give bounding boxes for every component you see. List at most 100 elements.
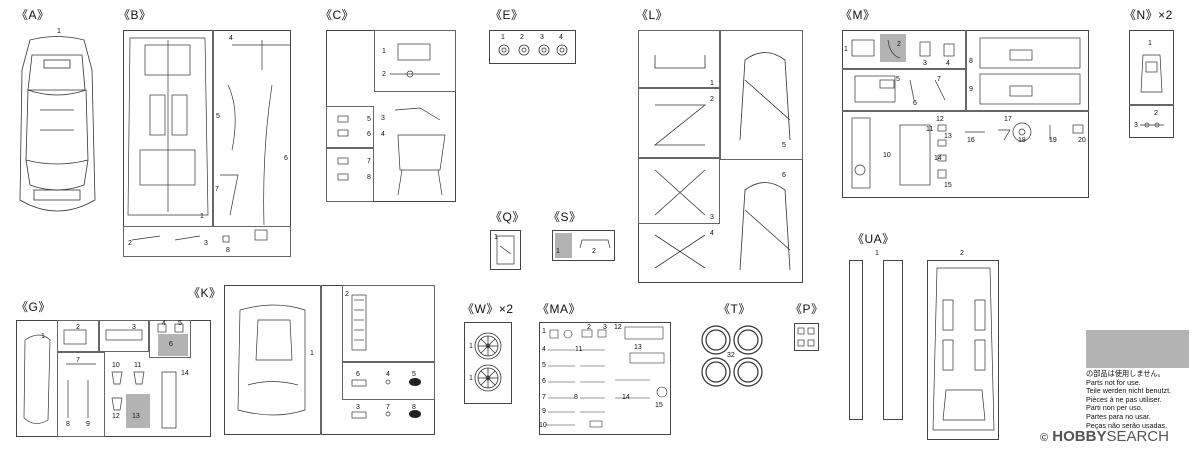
part-number: 4 [559, 34, 563, 41]
sprue-c-cell [374, 30, 456, 92]
part-number: 1 [469, 343, 473, 350]
not-for-use-swatch [1086, 330, 1189, 368]
part-number: 5 [178, 320, 182, 327]
part-number: 13 [944, 133, 952, 140]
group-ma-label: 《MA》 [537, 302, 582, 316]
part-number: 3 [204, 240, 208, 247]
sprue-b-divider-2 [212, 30, 214, 226]
group-c-label: 《C》 [320, 8, 355, 22]
part-number: 6 [542, 378, 546, 385]
part-number: 2 [960, 250, 964, 257]
part-number: 20 [1078, 137, 1086, 144]
part-number: 11 [575, 346, 583, 353]
part-number: 6 [169, 341, 173, 348]
part-number: 18 [1018, 137, 1026, 144]
sprue-g-cell [57, 352, 105, 437]
part-number: 7 [542, 394, 546, 401]
unused-part-marker [880, 34, 906, 62]
part-number: 6 [367, 131, 371, 138]
part-number: 10 [112, 362, 120, 369]
part-number: 7 [386, 404, 390, 411]
part-number: 8 [66, 421, 70, 428]
group-w-label: 《W》×2 [462, 302, 514, 316]
part-number: 32 [727, 352, 735, 359]
part-number: 3 [132, 324, 136, 331]
not-for-use-legend: の部品は使用しません。 Parts not for use. Teile wer… [1086, 369, 1171, 430]
part-number: 1 [710, 80, 714, 87]
part-number: 1 [542, 328, 546, 335]
sprue-frame-p [794, 323, 819, 351]
part-number: 7 [76, 357, 80, 364]
legend-line-pt: Peças não serão usadas. [1086, 420, 1168, 430]
part-number: 2 [587, 324, 591, 331]
part-number: 9 [969, 86, 973, 93]
watermark-brand: HOBBY [1052, 428, 1107, 445]
part-number: 8 [367, 174, 371, 181]
part-number: 13 [634, 344, 642, 351]
part-number: 8 [226, 247, 230, 254]
sprue-m-divider [842, 68, 965, 70]
part-number: 14 [622, 394, 630, 401]
sprue-k-cell [342, 285, 435, 362]
part-number: 17 [1004, 116, 1012, 123]
legend-line-fr: Pièces à ne pas utiliser. [1086, 394, 1162, 404]
part-number: 12 [936, 116, 944, 123]
part-number: 19 [1049, 137, 1057, 144]
part-number: 3 [356, 404, 360, 411]
part-number: 9 [542, 408, 546, 415]
unused-part-marker [126, 394, 150, 428]
part-number: 5 [216, 113, 220, 120]
group-s-label: 《S》 [548, 210, 582, 224]
legend-line-ja: の部品は使用しません。 [1086, 369, 1165, 378]
part-number: 10 [883, 152, 891, 159]
part-number: 1 [200, 213, 204, 220]
part-number: 6 [913, 100, 917, 107]
part-number: 2 [382, 71, 386, 78]
legend-line-es: Partes para no usar. [1086, 411, 1151, 421]
part-number: 2 [345, 291, 349, 298]
part-number: 9 [86, 421, 90, 428]
sprue-l-cell [638, 88, 720, 158]
copyright-mark: © [1040, 432, 1049, 444]
group-m-label: 《M》 [840, 8, 876, 22]
sprue-n-divider [1129, 104, 1174, 106]
part-number: 2 [897, 41, 901, 48]
sprue-m-divider [842, 110, 1089, 112]
part-number: 14 [181, 370, 189, 377]
unused-part-marker [555, 233, 572, 258]
part-number: 7 [215, 186, 219, 193]
part-number: 3 [710, 214, 714, 221]
part-number: 4 [229, 35, 233, 42]
part-number: 1 [1148, 40, 1152, 47]
sprue-c-cell [326, 148, 374, 202]
part-number: 1 [556, 248, 560, 255]
group-l-label: 《L》 [636, 8, 669, 22]
sprue-g-cell [149, 320, 191, 358]
hobbysearch-watermark: © HOBBYSEARCH [1040, 428, 1169, 445]
unused-part-marker [158, 334, 188, 356]
part-number: 7 [367, 158, 371, 165]
sprue-frame-q [490, 230, 521, 270]
clear-strip-2 [883, 260, 903, 420]
part-number: 12 [614, 324, 622, 331]
part-number: 15 [944, 182, 952, 189]
sprue-k-cell [342, 362, 435, 400]
group-a-label: 《A》 [16, 8, 50, 22]
group-k-label: 《K》 [188, 286, 222, 300]
sprue-g-cell [99, 320, 149, 352]
part-number: 4 [946, 60, 950, 67]
part-number: 1 [875, 250, 879, 257]
part-number: 5 [367, 116, 371, 123]
watermark-suffix: SEARCH [1106, 428, 1169, 445]
part-number: 1 [844, 46, 848, 53]
part-number: 5 [412, 371, 416, 378]
